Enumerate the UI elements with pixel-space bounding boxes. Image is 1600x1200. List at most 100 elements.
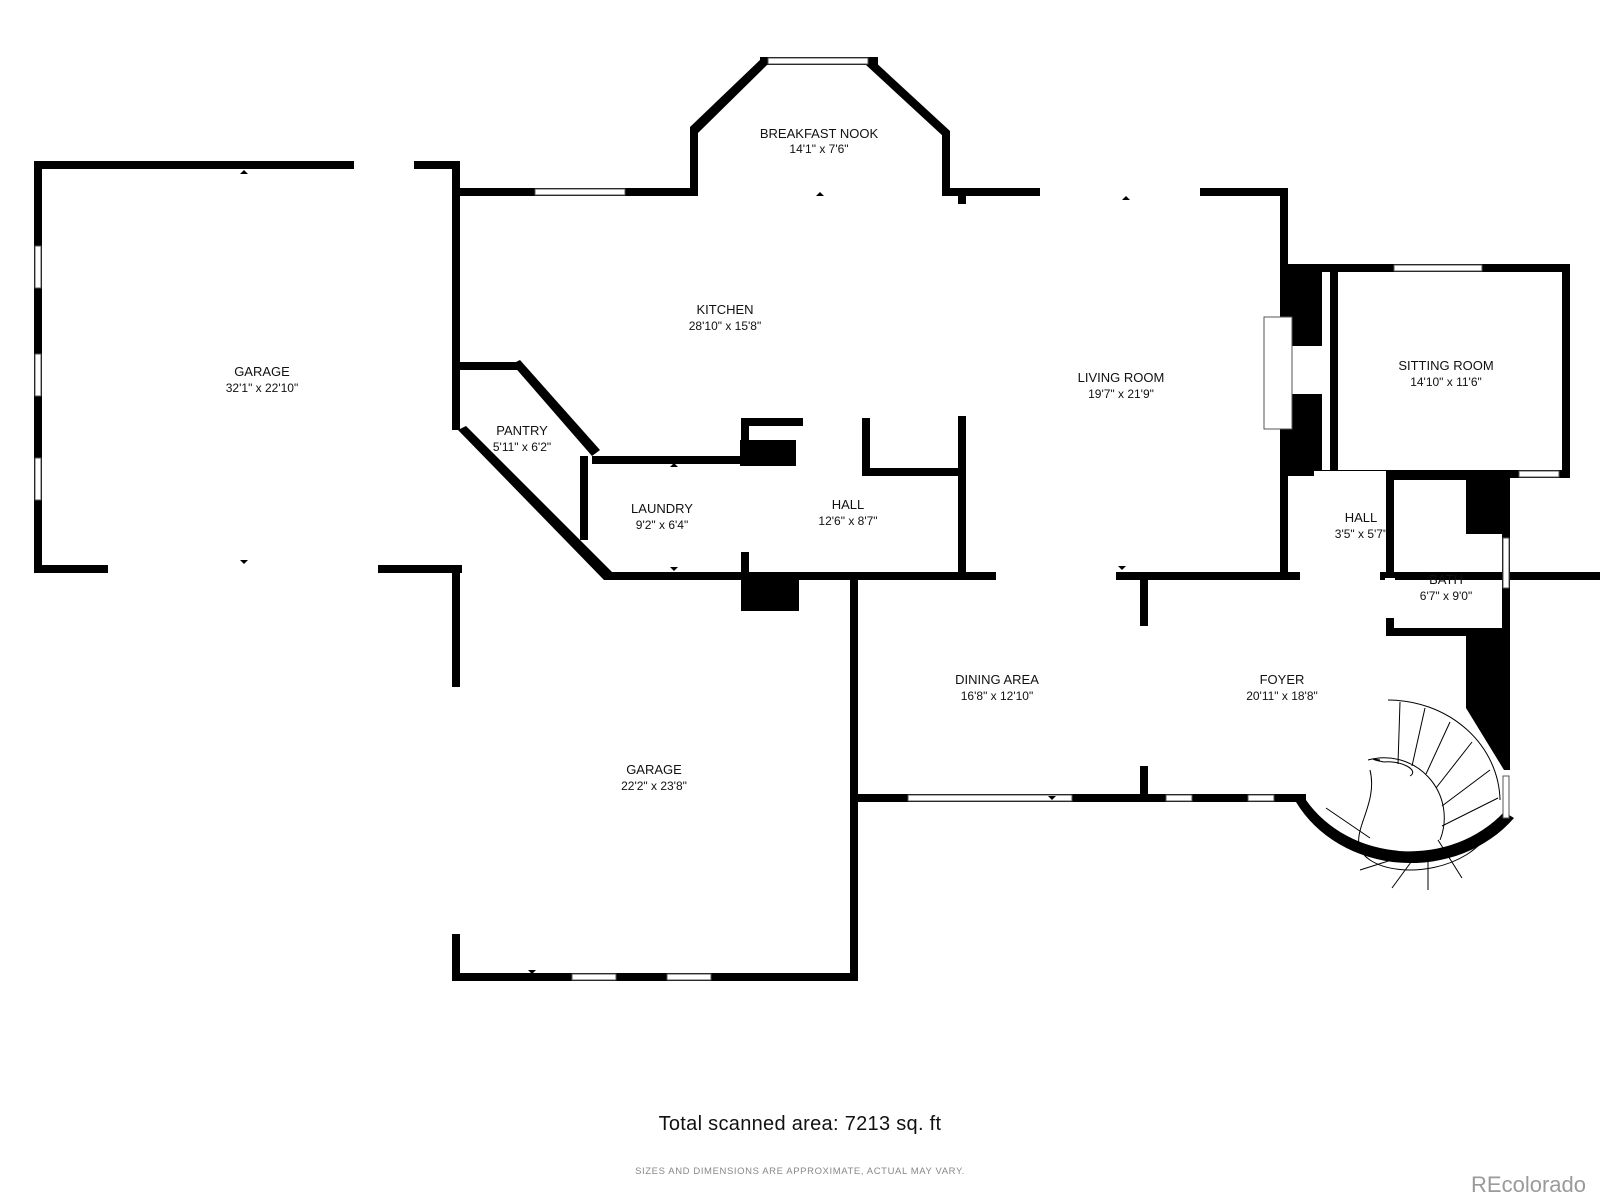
- room-dimensions: 16'8" x 12'10": [961, 689, 1034, 703]
- wall: [741, 575, 799, 611]
- wall: [458, 426, 614, 580]
- wall: [452, 362, 517, 370]
- wall: [1386, 628, 1510, 636]
- room-name: PANTRY: [496, 423, 548, 438]
- stair-tread: [1359, 857, 1399, 871]
- stair-tread: [1391, 857, 1415, 889]
- wall: [592, 456, 749, 464]
- door-marker: [240, 560, 248, 564]
- door-opening: [354, 160, 414, 170]
- room-dimensions: 6'7" x 9'0": [1420, 589, 1472, 603]
- wall: [1296, 800, 1514, 864]
- room-name: SITTING ROOM: [1398, 358, 1493, 373]
- wall: [452, 934, 460, 981]
- stair-tread: [1387, 699, 1501, 801]
- window: [34, 353, 42, 397]
- door-opening: [996, 571, 1116, 581]
- room-name: GARAGE: [234, 364, 290, 379]
- door-opening: [740, 462, 750, 552]
- door-opening: [1300, 571, 1380, 581]
- wall: [580, 456, 588, 540]
- door-opening: [1040, 187, 1200, 197]
- wall: [1330, 264, 1338, 478]
- window: [1165, 794, 1193, 802]
- wall: [690, 127, 698, 196]
- room-labels: GARAGE 32'1" x 22'10" BREAKFAST NOOK 14'…: [226, 126, 1494, 793]
- stair-tread: [1435, 741, 1473, 789]
- room-dimensions: 22'2" x 23'8": [621, 779, 687, 793]
- room-name: HALL: [1345, 510, 1378, 525]
- wall: [866, 59, 950, 137]
- door-marker: [528, 970, 536, 974]
- total-scanned-area: Total scanned area: 7213 sq. ft: [658, 1113, 942, 1135]
- wall: [452, 973, 858, 981]
- room-name: HALL: [832, 497, 865, 512]
- door-marker: [1122, 196, 1130, 200]
- window: [907, 794, 1073, 802]
- room-dimensions: 9'2" x 6'4": [636, 518, 688, 532]
- door-marker: [670, 567, 678, 571]
- wall: [862, 468, 966, 476]
- window: [1393, 264, 1483, 272]
- wall: [34, 161, 455, 169]
- room-dimensions: 5'11" x 6'2": [493, 440, 551, 454]
- wall: [862, 418, 870, 476]
- door-opening: [1314, 471, 1386, 481]
- room-name: DINING AREA: [955, 672, 1039, 687]
- room-dimensions: 3'5" x 5'7": [1335, 527, 1387, 541]
- window: [1502, 537, 1510, 589]
- door-opening: [1139, 626, 1149, 766]
- disclaimer-text: SIZES AND DIMENSIONS ARE APPROXIMATE, AC…: [635, 1166, 965, 1177]
- stair-tread: [1441, 797, 1499, 827]
- wall: [942, 131, 950, 191]
- room-name: LAUNDRY: [631, 501, 693, 516]
- room-dimensions: 20'11" x 18'8": [1246, 689, 1318, 703]
- window: [534, 188, 626, 196]
- brand-watermark: REcolorado: [1471, 1172, 1586, 1197]
- wall: [850, 794, 1306, 802]
- door-marker: [240, 170, 248, 174]
- door-opening: [1385, 578, 1395, 618]
- window: [1518, 470, 1560, 478]
- room-name: BREAKFAST NOOK: [760, 126, 879, 141]
- room-dimensions: 19'7" x 21'9": [1088, 387, 1154, 401]
- door-marker: [816, 192, 824, 196]
- wall: [1466, 636, 1510, 708]
- wall: [1280, 476, 1288, 580]
- stair-tread: [1425, 721, 1451, 775]
- stair-tread: [1358, 769, 1491, 871]
- stair-rail: [1383, 761, 1413, 777]
- window: [1502, 775, 1510, 819]
- room-name: BATH: [1429, 572, 1463, 587]
- door-markers: [240, 170, 1130, 974]
- stair-tread: [1335, 839, 1383, 853]
- wall: [740, 440, 796, 466]
- room-dimensions: 28'10" x 15'8": [689, 319, 762, 333]
- door-marker: [670, 463, 678, 467]
- stair-tread: [1397, 701, 1401, 765]
- stair-tread: [1441, 769, 1491, 807]
- room-dimensions: 12'6" x 8'7": [818, 514, 877, 528]
- stair-tread: [1411, 707, 1426, 767]
- door-opening: [108, 564, 378, 574]
- wall: [1386, 472, 1510, 480]
- window: [34, 245, 42, 289]
- stair-rail: [1372, 758, 1385, 763]
- wall: [1386, 472, 1394, 636]
- door-opening: [957, 204, 967, 416]
- window: [1247, 794, 1275, 802]
- stair-tread: [1367, 757, 1445, 841]
- wall: [741, 418, 803, 426]
- door-marker: [1118, 566, 1126, 570]
- room-name: KITCHEN: [696, 302, 753, 317]
- room-dimensions: 14'1" x 7'6": [789, 142, 848, 156]
- wall: [452, 565, 460, 687]
- stair-tread: [1325, 807, 1371, 839]
- openings: [108, 160, 1395, 766]
- room-dimensions: 32'1" x 22'10": [226, 381, 299, 395]
- spiral-stair: [1325, 699, 1501, 890]
- window: [34, 457, 42, 501]
- wall: [850, 575, 858, 981]
- room-name: FOYER: [1260, 672, 1305, 687]
